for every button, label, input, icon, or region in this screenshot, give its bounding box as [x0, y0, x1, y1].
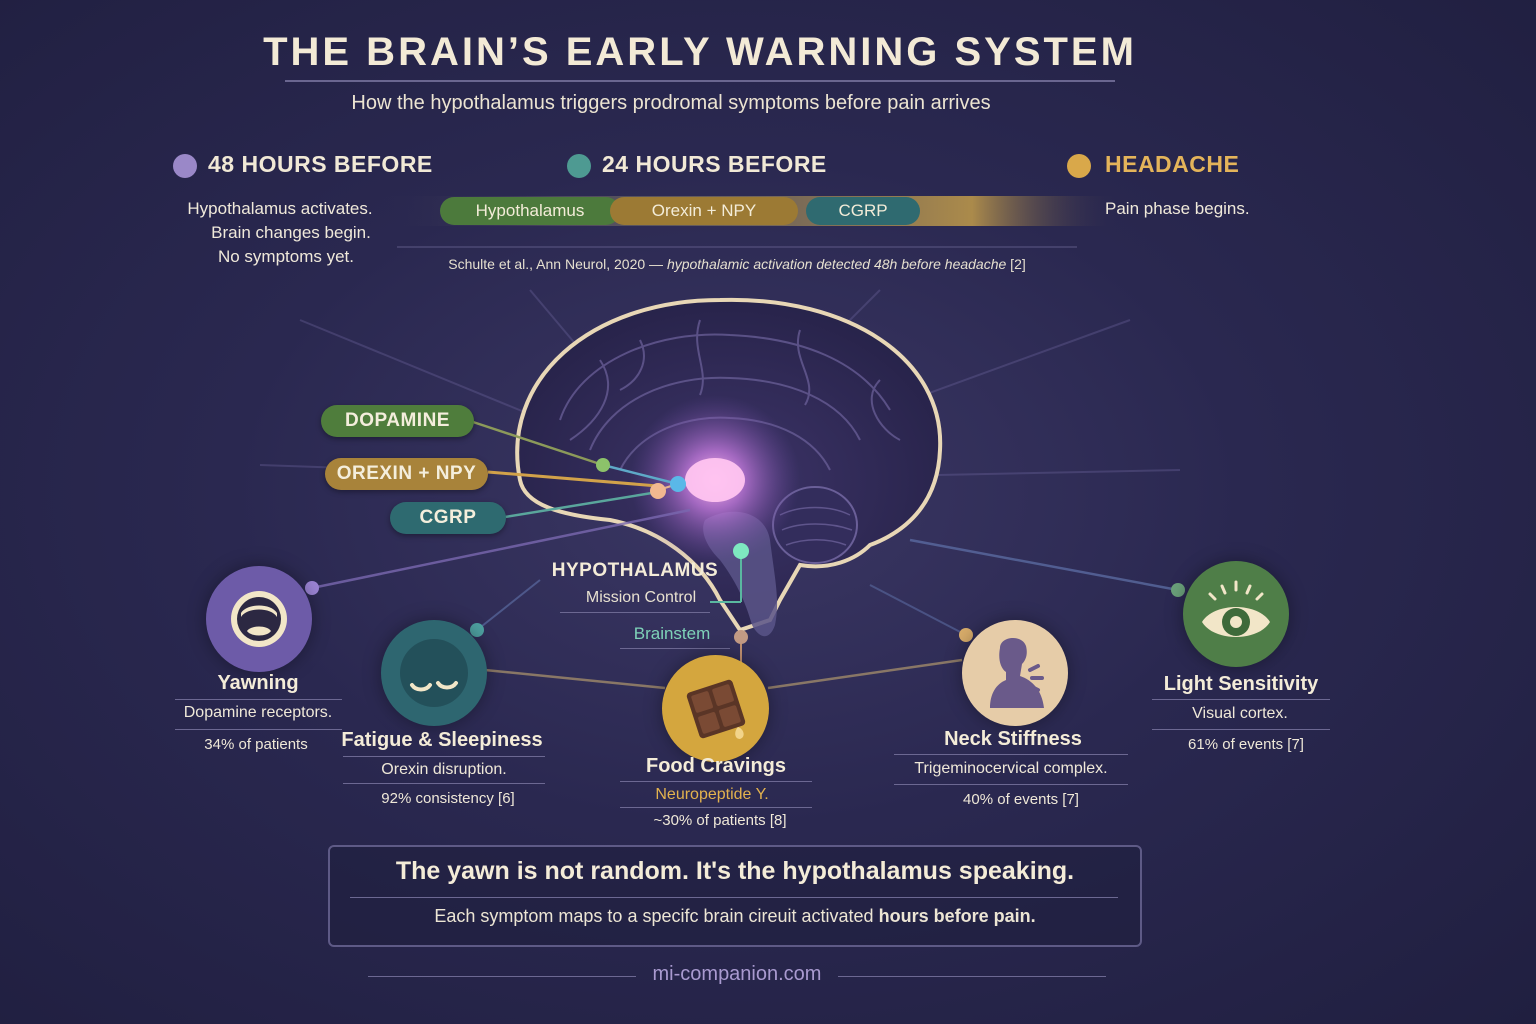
fatigue-rule-1 [343, 756, 545, 757]
timeline-dot-24h [567, 154, 591, 178]
brainstem-label: Brainstem [633, 624, 711, 643]
light-rule-2 [1152, 729, 1330, 730]
food-icon-circle [662, 655, 769, 762]
neuro-pill-dopamine: DOPAMINE [321, 405, 474, 437]
citation-italic: hypothalamic activation detected 48h bef… [666, 256, 1007, 272]
chocolate-icon [686, 679, 745, 739]
food-stat: ~30% of patients [8] [653, 812, 787, 829]
sleepy-eyes-icon [400, 639, 468, 707]
neck-name: Neck Stiffness [944, 728, 1082, 750]
yawning-name: Yawning [217, 672, 299, 694]
footer-url[interactable]: mi-companion.com [652, 963, 822, 985]
footer-rule-right [838, 976, 1106, 977]
callout-sub-bold: hours before pain. [878, 906, 1036, 926]
phase-pill-hypothalamus: Hypothalamus [440, 197, 620, 225]
timeline-desc-headache: Pain phase begins. [1105, 199, 1250, 218]
phase-pill-orexin-npy: Orexin + NPY [610, 197, 798, 225]
fatigue-rule-2 [343, 783, 545, 784]
callout-rule [350, 897, 1118, 898]
hypothalamus-rule [560, 612, 710, 613]
hypothalamus-sublabel: Mission Control [585, 589, 697, 606]
fatigue-desc: Orexin disruption. [381, 761, 507, 778]
callout-subtext: Each symptom maps to a specifc brain cir… [328, 906, 1142, 927]
citation-text: Schulte et al., Ann Neurol, 2020 — [448, 256, 667, 272]
citation: Schulte et al., Ann Neurol, 2020 — hypot… [395, 256, 1079, 272]
timeline-desc-48h: Hypothalamus activates. Brain changes be… [150, 197, 410, 269]
yawning-stat: 34% of patients [204, 736, 308, 753]
fatigue-icon-circle [381, 620, 487, 726]
food-rule-1 [620, 781, 812, 782]
neck-pain-icon [990, 637, 1044, 708]
callout-box [328, 845, 1142, 947]
food-rule-2 [620, 807, 812, 808]
timeline-label-24h: 24 HOURS BEFORE [602, 151, 827, 177]
page-subtitle: How the hypothalamus triggers prodromal … [351, 92, 991, 114]
light-desc: Visual cortex. [1192, 705, 1288, 722]
hypothalamus-label: HYPOTHALAMUS [551, 560, 719, 581]
callout-headline: The yawn is not random. It's the hypotha… [395, 857, 1075, 885]
page-title: THE BRAIN’S EARLY WARNING SYSTEM [263, 30, 1137, 74]
light-name: Light Sensitivity [1163, 673, 1319, 695]
eye-icon [1202, 580, 1270, 637]
fatigue-name: Fatigue & Sleepiness [341, 729, 543, 751]
light-icon-circle [1183, 561, 1289, 667]
yawning-rule-1 [175, 699, 342, 700]
light-rule-1 [1152, 699, 1330, 700]
fatigue-stat: 92% consistency [6] [381, 790, 515, 807]
yawn-face-icon [231, 591, 287, 647]
food-desc: Neuropeptide Y. [655, 786, 769, 803]
neck-desc: Trigeminocervical complex. [914, 760, 1108, 777]
neck-rule-2 [894, 784, 1128, 785]
food-name: Food Cravings [645, 755, 786, 777]
desc-line-1: Hypothalamus activates. [187, 199, 373, 218]
phase-pill-cgrp: CGRP [806, 197, 920, 225]
timeline-label-48h: 48 HOURS BEFORE [208, 151, 433, 177]
neuro-pill-cgrp: CGRP [390, 502, 506, 534]
citation-ref: [2] [1006, 256, 1026, 272]
light-stat: 61% of events [7] [1188, 736, 1304, 753]
yawning-desc: Dopamine receptors. [183, 704, 333, 721]
desc-line-2: Brain changes begin. [211, 223, 371, 242]
neck-stat: 40% of events [7] [963, 791, 1079, 808]
yawning-rule-2 [175, 729, 342, 730]
yawning-icon-circle [206, 566, 312, 672]
neck-icon-circle [962, 620, 1068, 726]
footer-rule-left [368, 976, 636, 977]
desc-line-3: No symptoms yet. [217, 247, 355, 266]
brainstem-rule [620, 648, 730, 649]
callout-sub-plain: Each symptom maps to a specifc brain cir… [434, 906, 879, 926]
title-divider [285, 80, 1115, 82]
timeline-dot-48h [173, 154, 197, 178]
timeline-dot-headache [1067, 154, 1091, 178]
timeline-label-headache: HEADACHE [1105, 151, 1240, 177]
neck-rule-1 [894, 754, 1128, 755]
neuro-pill-orexin-npy: OREXIN + NPY [325, 458, 488, 490]
